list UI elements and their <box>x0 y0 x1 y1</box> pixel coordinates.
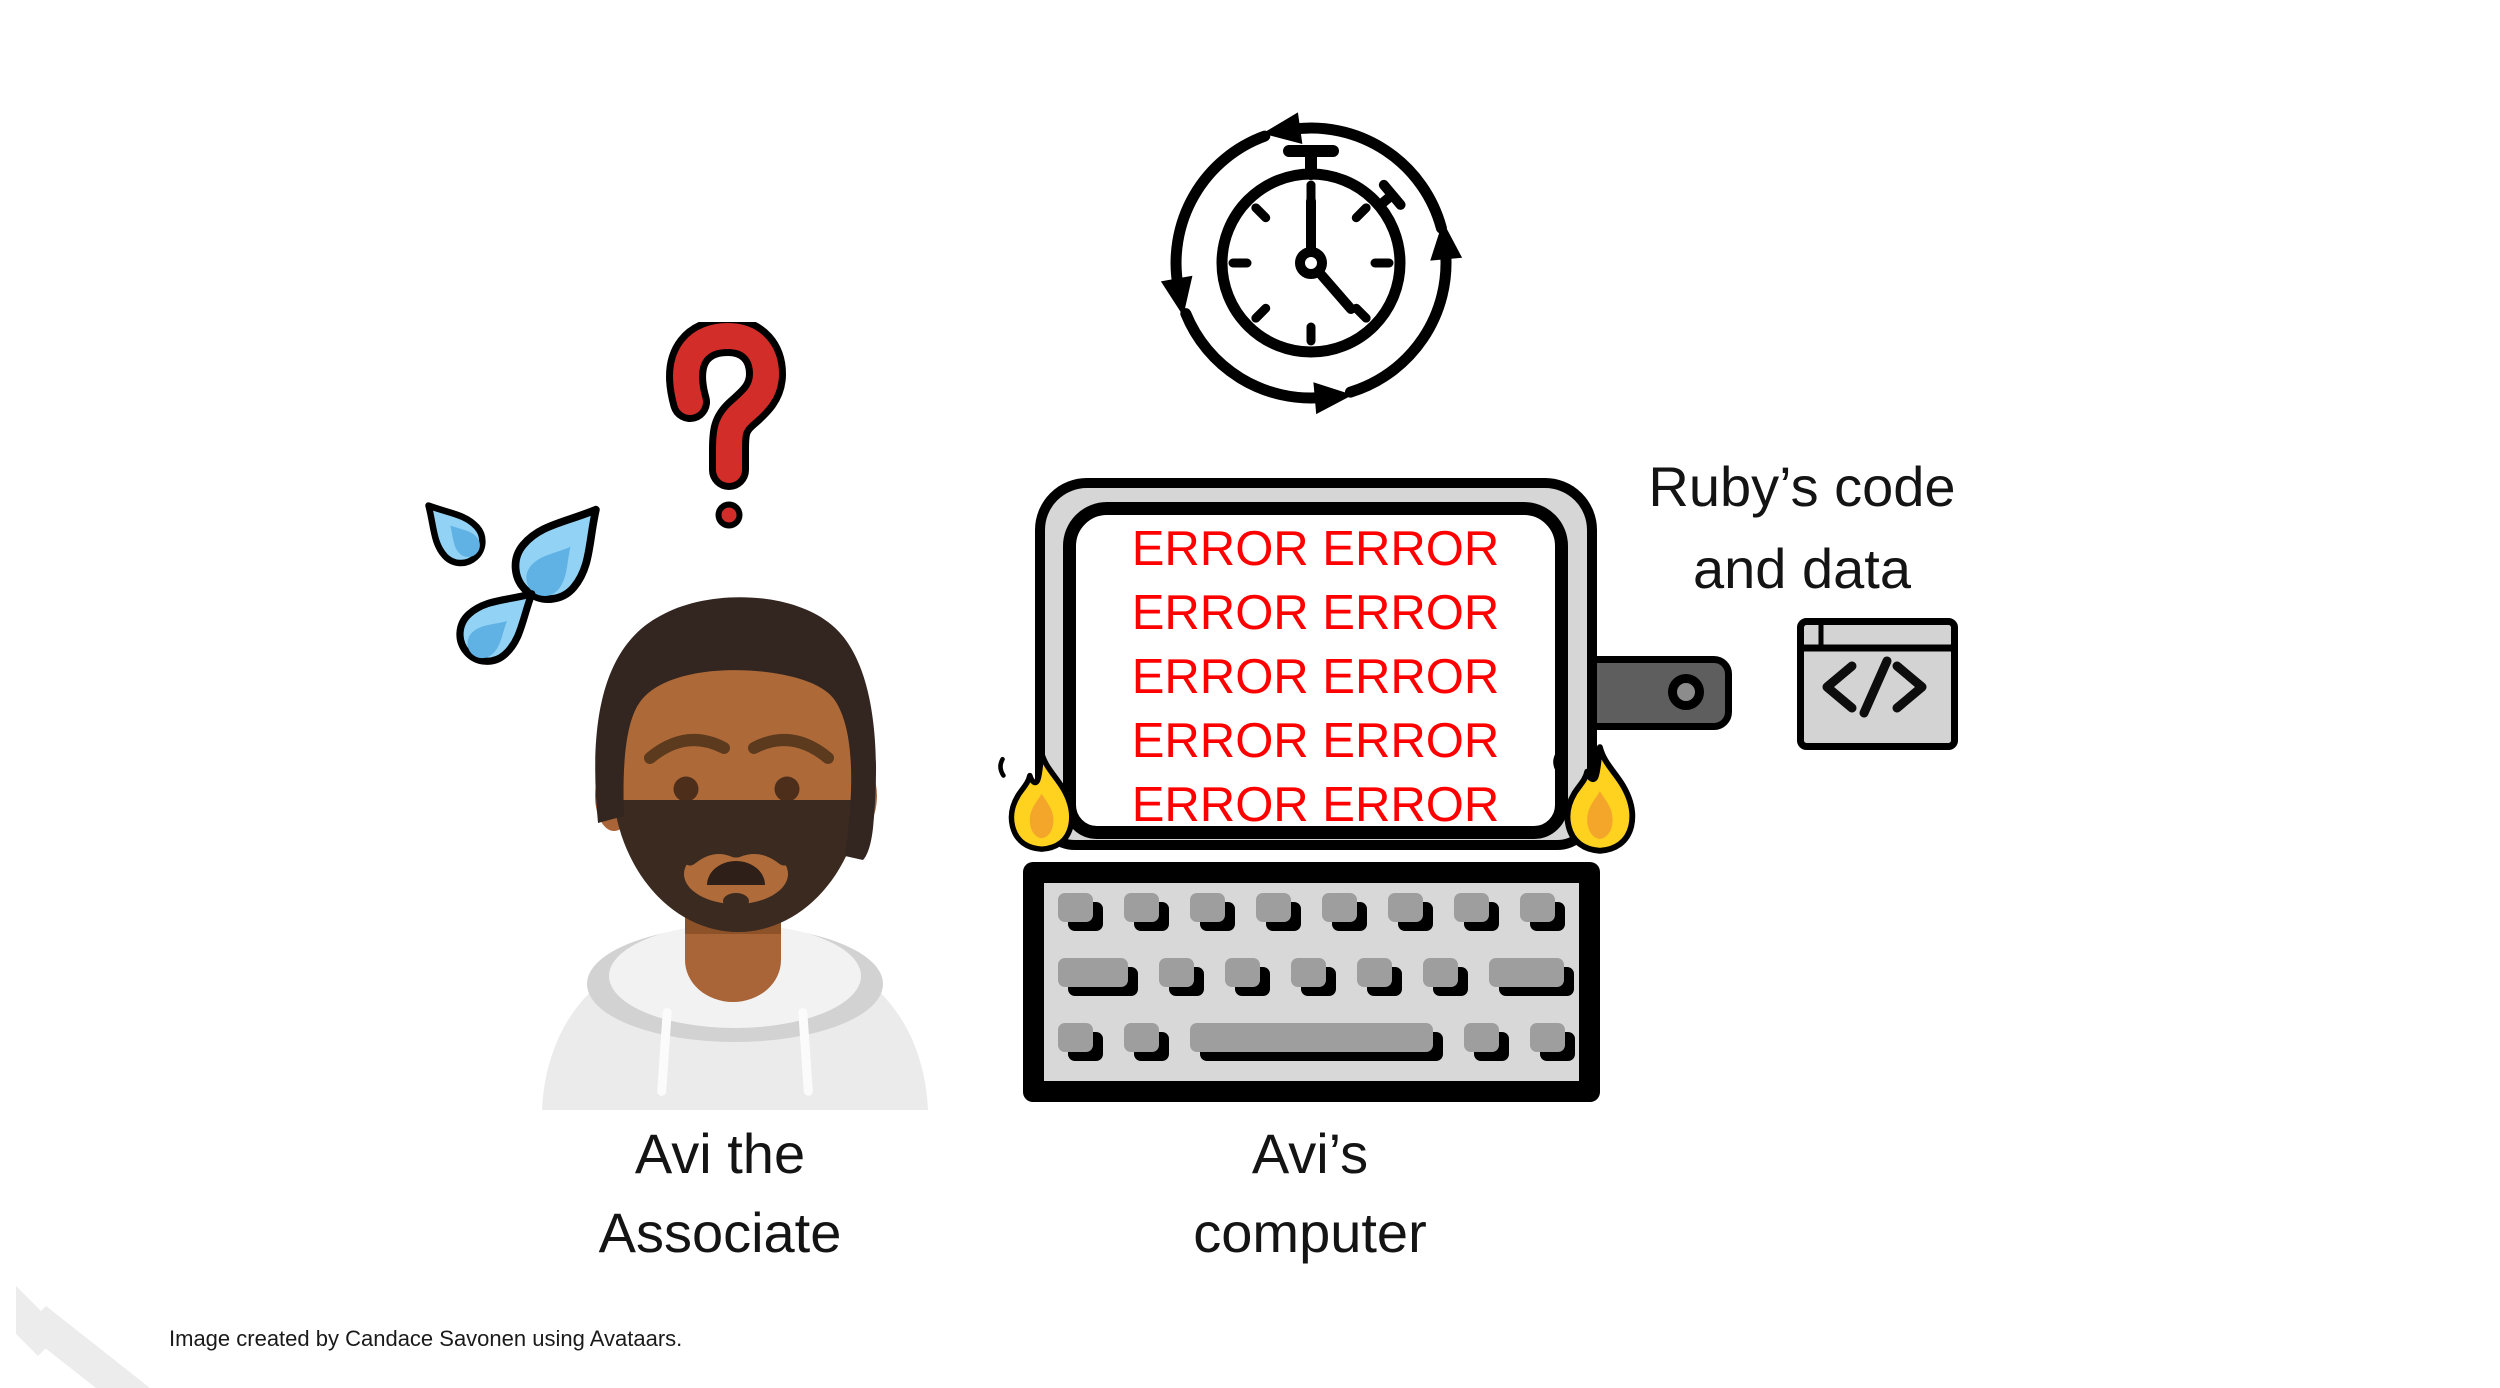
keyboard-key <box>1058 893 1093 922</box>
keyboard-spacebar <box>1190 1023 1433 1052</box>
keyboard-key <box>1489 958 1564 987</box>
fire-icon <box>1553 744 1636 854</box>
keyboard-key <box>1190 893 1225 922</box>
error-text: ERROR ERROR ERROR ERROR ERROR ERROR ERRO… <box>1076 515 1555 832</box>
keyboard-key <box>1225 958 1260 987</box>
fire-icon <box>998 750 1075 852</box>
error-line: ERROR ERROR <box>1131 650 1500 704</box>
keyboard-row <box>1058 1023 1565 1052</box>
keyboard-key <box>1256 893 1291 922</box>
label-ruby-line2: and data <box>1693 537 1911 600</box>
label-avatar-line2: Associate <box>598 1201 842 1264</box>
keyboard-row <box>1058 893 1555 922</box>
error-line: ERROR ERROR <box>1131 586 1500 640</box>
keyboard-key <box>1530 1023 1565 1052</box>
error-line: ERROR ERROR <box>1131 778 1500 832</box>
keyboard-key <box>1357 958 1392 987</box>
error-line: ERROR ERROR <box>1131 714 1500 768</box>
keyboard-key <box>1124 1023 1159 1052</box>
keyboard-key <box>1388 893 1423 922</box>
question-mark-icon <box>666 322 787 529</box>
keyboard-key <box>1058 958 1128 987</box>
label-avatar-line1: Avi the <box>634 1122 806 1185</box>
keyboard-key <box>1124 893 1159 922</box>
code-window-icon <box>1797 618 1958 750</box>
label-computer: Avi’s computer <box>1110 1114 1510 1272</box>
clock-refresh-icon <box>1160 112 1463 415</box>
attribution: Image created by Candace Savonen using A… <box>169 1326 683 1351</box>
keyboard-key <box>1322 893 1357 922</box>
label-ruby: Ruby’s code and data <box>1602 446 2002 610</box>
watermark-logo <box>16 1286 150 1388</box>
label-avatar: Avi the Associate <box>520 1114 920 1272</box>
keyboard-key <box>1159 958 1194 987</box>
avatar-avi <box>542 597 928 1110</box>
keyboard-key <box>1291 958 1326 987</box>
keyboard-row <box>1058 958 1564 987</box>
keyboard-key <box>1058 1023 1093 1052</box>
label-ruby-line1: Ruby’s code <box>1648 455 1956 518</box>
keyboard-key <box>1454 893 1489 922</box>
keyboard-key <box>1423 958 1458 987</box>
monitor-screen <box>1063 502 1568 839</box>
error-line: ERROR ERROR <box>1131 522 1500 576</box>
keyboard-key <box>1464 1023 1499 1052</box>
label-computer-line2: computer <box>1193 1201 1427 1264</box>
keyboard-key <box>1520 893 1555 922</box>
label-computer-line1: Avi’s <box>1251 1122 1369 1185</box>
usb-drive-ring <box>1668 674 1704 710</box>
